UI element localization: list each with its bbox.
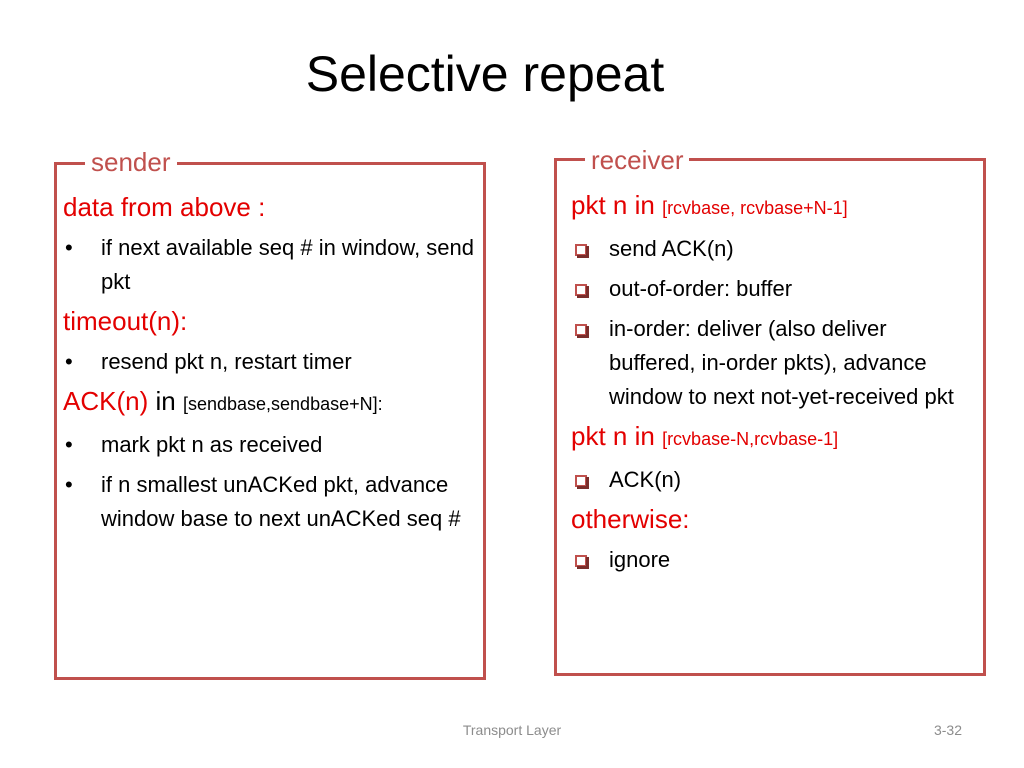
receiver-header-previous-window: pkt n in [rcvbase-N,rcvbase-1]	[571, 420, 977, 455]
list-item-text: if next available seq # in window, send …	[101, 235, 475, 294]
square-bullet-icon	[575, 244, 589, 258]
header-range: [rcvbase, rcvbase+N-1]	[662, 198, 848, 218]
list-item-text: if n smallest unACKed pkt, advance windo…	[101, 472, 461, 531]
sender-legend: sender	[85, 147, 177, 177]
header-keyword: pkt n in	[571, 190, 655, 220]
slide-title: Selective repeat	[305, 46, 665, 102]
bullet-icon: •	[65, 349, 73, 374]
sender-content: data from above : • if next available se…	[63, 191, 477, 542]
receiver-legend: receiver	[585, 145, 690, 175]
square-bullet-icon	[575, 475, 589, 489]
list-item-text: ignore	[609, 547, 671, 572]
bullet-icon: •	[65, 235, 73, 260]
list-item: send ACK(n)	[571, 232, 977, 266]
list-item-text: ACK(n)	[609, 467, 682, 492]
receiver-box: receiver pkt n in [rcvbase, rcvbase+N-1]…	[554, 145, 986, 676]
footer-title: Transport Layer	[462, 722, 562, 738]
header-range: [rcvbase-N,rcvbase-1]	[662, 429, 839, 449]
sender-header-timeout: timeout(n):	[63, 306, 188, 336]
list-item: ACK(n)	[571, 463, 977, 497]
header-range: [sendbase,sendbase+N]:	[182, 394, 383, 414]
header-keyword: ACK(n)	[63, 386, 149, 416]
square-bullet-icon	[575, 555, 589, 569]
list-item: out-of-order: buffer	[571, 272, 977, 306]
list-item: • if n smallest unACKed pkt, advance win…	[63, 468, 477, 536]
list-item: in-order: deliver (also deliver buffered…	[571, 312, 977, 414]
bullet-icon: •	[65, 472, 73, 497]
list-item: • resend pkt n, restart timer	[63, 345, 477, 379]
list-item-text: in-order: deliver (also deliver buffered…	[609, 316, 954, 409]
header-keyword: pkt n in	[571, 421, 655, 451]
sender-header-ack: ACK(n) in [sendbase,sendbase+N]:	[63, 385, 477, 420]
receiver-header-in-window: pkt n in [rcvbase, rcvbase+N-1]	[571, 189, 977, 224]
list-item: • if next available seq # in window, sen…	[63, 231, 477, 299]
square-bullet-icon	[575, 324, 589, 338]
list-item-text: resend pkt n, restart timer	[101, 349, 352, 374]
list-item-text: send ACK(n)	[609, 236, 734, 261]
bullet-icon: •	[65, 432, 73, 457]
receiver-header-otherwise: otherwise:	[571, 504, 690, 534]
sender-header-data-from-above: data from above :	[63, 192, 266, 222]
header-plain: in	[155, 386, 176, 416]
receiver-content: pkt n in [rcvbase, rcvbase+N-1] send ACK…	[571, 189, 977, 583]
sender-box: sender data from above : • if next avail…	[54, 147, 486, 680]
list-item: • mark pkt n as received	[63, 428, 477, 462]
square-bullet-icon	[575, 284, 589, 298]
list-item-text: out-of-order: buffer	[609, 276, 793, 301]
list-item: ignore	[571, 543, 977, 577]
list-item-text: mark pkt n as received	[101, 432, 323, 457]
page-number: 3-32	[933, 722, 962, 738]
